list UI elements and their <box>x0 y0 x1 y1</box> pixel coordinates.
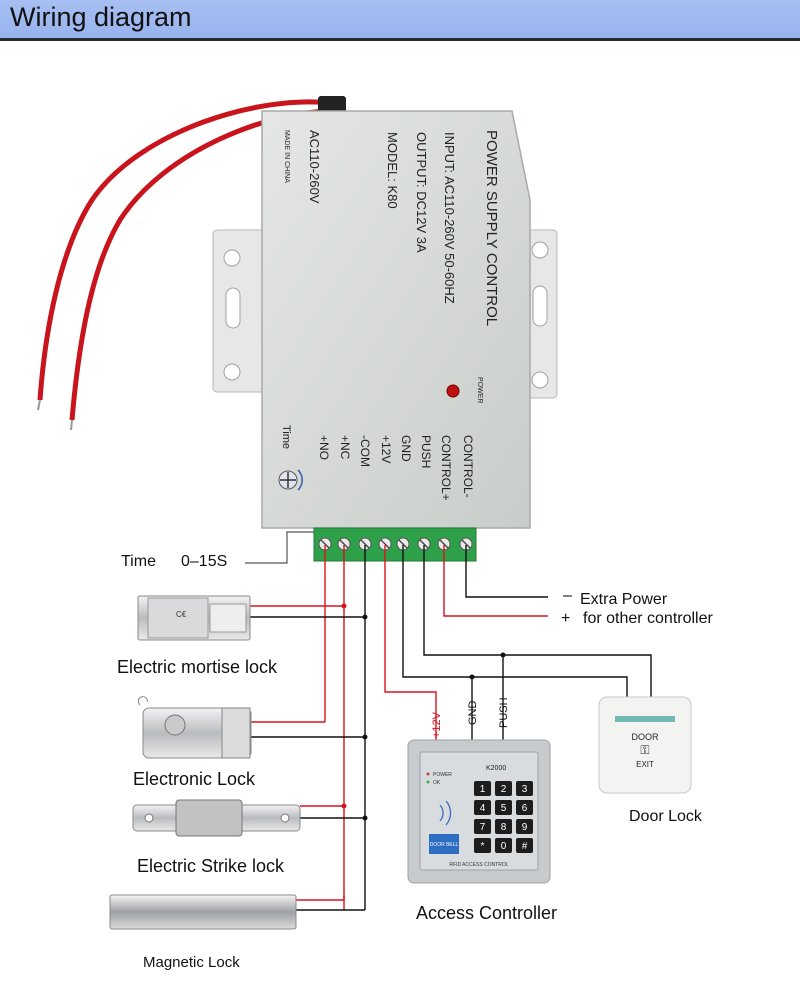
terminal-screw-slot <box>360 539 370 549</box>
keypad-keys: 1 2 3 4 5 6 7 8 9 * 0 # <box>474 781 533 853</box>
doorbell-button[interactable] <box>429 834 459 854</box>
keypad-key-label: 0 <box>501 841 507 852</box>
terminal-screw-slot <box>398 539 408 549</box>
keypad-key[interactable] <box>516 838 533 853</box>
page-title: Wiring diagram <box>10 2 192 32</box>
terminal-label: CONTROL+ <box>439 435 453 501</box>
keypad-key[interactable] <box>495 838 512 853</box>
keypad-key[interactable] <box>474 838 491 853</box>
extra-power-minus-wire <box>465 545 548 598</box>
keypad-model: K2000 <box>486 765 506 772</box>
extra-power-plus: + <box>561 610 570 627</box>
push-wire-label: PUSH <box>498 697 510 728</box>
keypad-key-label: 3 <box>522 784 528 795</box>
keypad-key-label: 6 <box>522 803 528 814</box>
gnd-wire-label: GND <box>467 701 479 726</box>
terminal-screw-slot <box>419 539 429 549</box>
keypad-key-label: 5 <box>501 803 507 814</box>
electronic-lock-image <box>137 696 252 759</box>
rfid-icon <box>439 800 452 826</box>
keypad-key-label: 9 <box>522 822 528 833</box>
keypad-key[interactable] <box>495 781 512 796</box>
keypad-key-label: 2 <box>501 784 507 795</box>
psu-title: POWER SUPPLY CONTROL <box>483 130 500 326</box>
keypad-ok-indicator: OK <box>433 780 441 786</box>
keypad-key[interactable] <box>474 800 491 815</box>
psu-ac-label: AC110-260V <box>307 130 322 204</box>
keypad-key[interactable] <box>495 819 512 834</box>
push-wire <box>423 545 652 700</box>
svg-text:C€: C€ <box>176 610 187 619</box>
psu-model: MODEL: K80 <box>385 132 400 209</box>
keypad-key[interactable] <box>516 800 533 815</box>
extra-power-plus-wire <box>443 545 548 617</box>
wires <box>245 531 652 911</box>
terminal-screw-slot <box>461 539 471 549</box>
exit-button-exit: EXIT <box>636 760 654 769</box>
doorbell-label: DOOR BELL <box>430 842 459 848</box>
exit-button-door: DOOR <box>632 732 660 742</box>
strike-lock-label: Electric Strike lock <box>137 856 285 876</box>
strike-lock-image <box>132 799 301 837</box>
extra-power-line2: for other controller <box>583 610 714 627</box>
keypad-key[interactable] <box>474 781 491 796</box>
mortise-lock-label: Electric mortise lock <box>117 657 278 677</box>
keypad-key-label: # <box>522 841 528 852</box>
terminal-screws <box>318 537 473 551</box>
keypad-key[interactable] <box>516 819 533 834</box>
terminal-screw-slot <box>320 539 330 549</box>
mortise-lock-image: C€ <box>137 595 251 641</box>
keypad-key[interactable] <box>495 800 512 815</box>
extra-power-line1: Extra Power <box>580 591 668 608</box>
keypad-power-indicator: POWER <box>433 772 452 778</box>
terminal-label: +NC <box>338 435 352 460</box>
terminal-screw-slot <box>339 539 349 549</box>
psu-input-spec: INPUT: AC110-260V 50-60HZ <box>442 132 457 304</box>
power-supply-unit: POWER SUPPLY CONTROL INPUT: AC110-260V 5… <box>212 110 558 562</box>
terminal-labels: CONTROL- CONTROL+ PUSH GND +12V -COM +NC +NO <box>317 435 475 501</box>
keypad-key-label: 7 <box>480 822 486 833</box>
terminal-screw-slot <box>439 539 449 549</box>
door-lock-label: Door Lock <box>629 808 703 825</box>
header-bar: Wiring diagram <box>0 0 800 41</box>
magnetic-lock-label: Magnetic Lock <box>143 954 240 971</box>
psu-output-spec: OUTPUT: DC12V 3A <box>414 132 429 253</box>
v12-wire-label: +12V <box>431 711 443 738</box>
terminal-screw-slot <box>380 539 390 549</box>
keypad-image: K2000 POWER OK DOOR BELL 1 2 3 4 5 6 7 8 9 * 0 # RF… <box>407 739 551 884</box>
exit-button-image: DOOR ⚿ EXIT <box>598 696 692 794</box>
keypad-key-label: 8 <box>501 822 507 833</box>
time-knob-label: Time <box>280 425 292 449</box>
keypad-key-label: 1 <box>480 784 486 795</box>
terminal-label: -COM <box>358 435 372 467</box>
keypad-key-label: * <box>481 841 485 852</box>
extra-power-minus: – <box>563 587 572 604</box>
terminal-label: +NO <box>317 435 331 460</box>
terminal-label: CONTROL- <box>461 435 475 498</box>
keypad-key[interactable] <box>516 781 533 796</box>
electronic-lock-label: Electronic Lock <box>133 769 256 789</box>
gnd-wire <box>402 545 628 700</box>
time-pointer-line <box>245 531 314 564</box>
access-controller-label: Access Controller <box>416 903 557 923</box>
terminal-label: PUSH <box>419 435 433 468</box>
time-label: Time <box>121 553 156 570</box>
keypad-footer: RFID ACCESS CONTROL <box>449 862 508 868</box>
keypad-key-label: 4 <box>480 803 486 814</box>
key-icon: ⚿ <box>640 743 649 757</box>
magnetic-lock-image <box>109 894 297 930</box>
v12-wire <box>384 545 437 740</box>
time-range: 0–15S <box>181 553 227 570</box>
terminal-label: +12V <box>379 435 393 463</box>
psu-made-in: MADE IN CHINA <box>283 130 290 183</box>
terminal-label: GND <box>399 435 413 462</box>
keypad-key[interactable] <box>474 819 491 834</box>
power-led <box>446 384 460 398</box>
power-led-label: POWER <box>476 377 483 403</box>
